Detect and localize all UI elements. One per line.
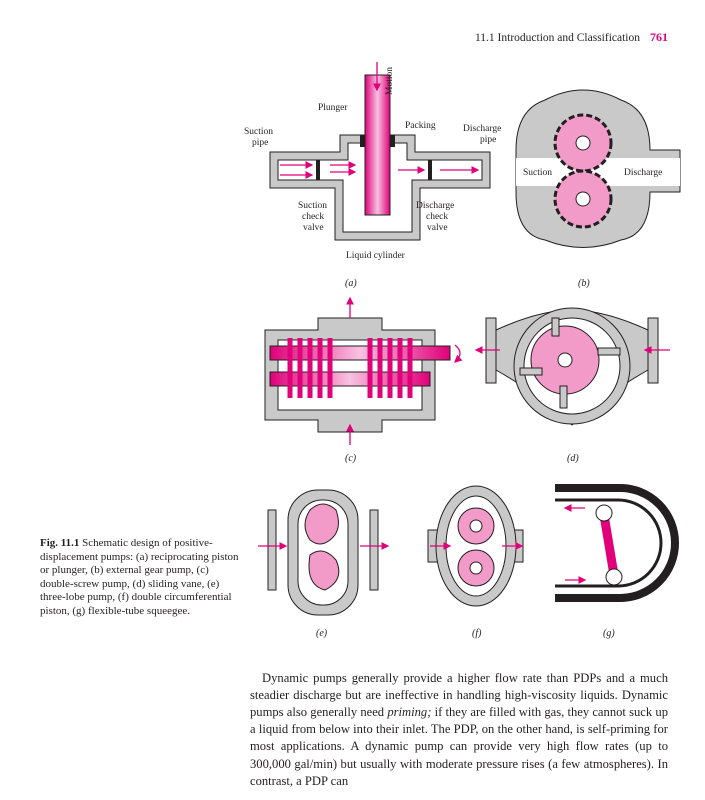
figure-caption-text: Schematic design of positive-displacemen… [40, 537, 239, 617]
label-packing: Packing [405, 121, 436, 131]
caption-d: (d) [567, 453, 579, 464]
caption-f: (f) [472, 628, 482, 639]
label-suction-valve: Suction [298, 201, 327, 211]
label-discharge-valve-2: check [426, 212, 448, 222]
diagram-f-circumferential-piston-pump: (f) [427, 485, 524, 639]
caption-b: (b) [578, 278, 590, 289]
body-text: Dynamic pumps generally provide a higher… [250, 670, 668, 719]
label-discharge: Discharge [624, 168, 662, 178]
running-header: 11.1 Introduction and Classification 761 [475, 30, 668, 45]
caption-c: (c) [345, 453, 357, 464]
caption-g: (g) [603, 628, 615, 639]
caption-e: (e) [316, 628, 328, 639]
label-discharge-valve: Discharge [416, 201, 454, 211]
diagram-a-reciprocating-pump: Motion Plunger Packing Suction pipe Disc… [244, 62, 501, 289]
caption-a: (a) [345, 278, 357, 289]
label-suction: Suction [523, 168, 552, 178]
diagram-c-double-screw-pump: (c) [264, 296, 463, 464]
body-text-continued: if they are filled with gas, they cannot… [250, 705, 668, 788]
label-motion: Motion [385, 67, 395, 95]
label-discharge-valve-3: valve [427, 223, 448, 233]
diagram-d-sliding-vane-pump: (d) [474, 307, 670, 464]
page-number: 761 [650, 30, 668, 44]
section-title: 11.1 Introduction and Classification [474, 32, 640, 44]
label-discharge-pipe-2: pipe [480, 135, 496, 145]
label-suction-valve-3: valve [303, 223, 324, 233]
label-plunger: Plunger [318, 103, 348, 113]
diagram-g-flexible-tube-pump: (g) [555, 484, 679, 639]
body-paragraph: Dynamic pumps generally provide a higher… [250, 670, 668, 790]
label-suction-pipe-2: pipe [252, 138, 268, 148]
figure-caption: Fig. 11.1 Schematic design of positive-d… [40, 537, 240, 619]
label-liquid-cylinder: Liquid cylinder [346, 251, 406, 261]
figure-label: Fig. 11.1 [40, 537, 80, 549]
label-suction-pipe: Suction [244, 127, 273, 137]
diagram-b-gear-pump: Suction Discharge (b) [515, 89, 681, 289]
diagram-e-three-lobe-pump: (e) [258, 489, 390, 639]
label-suction-valve-2: check [302, 212, 324, 222]
label-discharge-pipe: Discharge [463, 124, 501, 134]
body-emphasis: priming; [387, 705, 432, 719]
